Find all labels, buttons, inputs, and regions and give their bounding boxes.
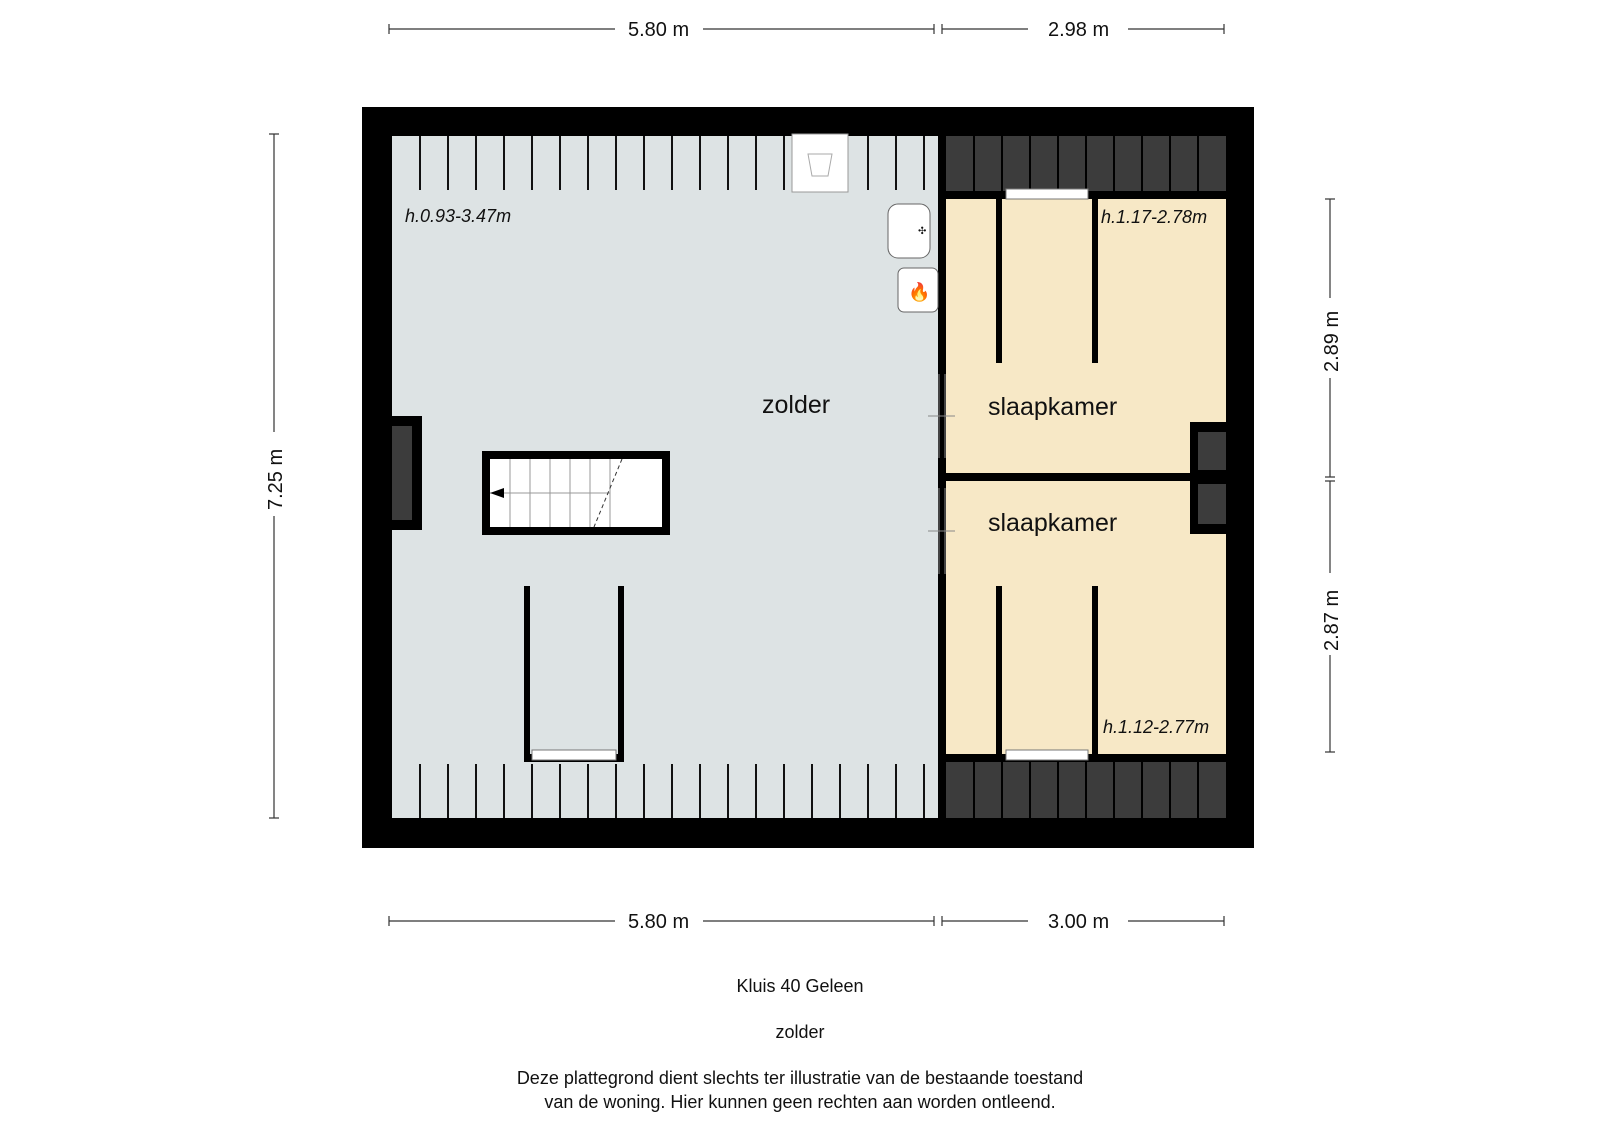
chimney-right-inner-top <box>1198 432 1226 470</box>
partition-wall-upper <box>938 136 946 374</box>
dormer-zolder-window <box>531 749 617 761</box>
dim-line-left <box>269 133 279 819</box>
room-label-slaapkamer-bottom: slaapkamer <box>988 509 1117 537</box>
slaapkamer-bottom-floor <box>946 481 1226 754</box>
sink <box>887 203 931 259</box>
caption-disclaimer-line2: van de woning. Hier kunnen geen rechten … <box>544 1092 1056 1112</box>
stair-direction-arrow <box>490 488 504 498</box>
dim-line-bottom <box>388 916 1225 926</box>
dim-bottom-left: 5.80 m <box>628 911 689 933</box>
door-slaapkamer-bottom <box>928 488 955 574</box>
height-zolder: h.0.93-3.47m <box>405 206 511 226</box>
stair-steps <box>490 458 623 528</box>
dormer-zolder-right-wall <box>618 586 624 758</box>
slaapkamer-top-floor <box>946 199 1226 473</box>
rafters-top <box>419 136 925 190</box>
height-slaapkamer-bottom: h.1.12-2.77m <box>1103 717 1209 737</box>
skylight-zolder <box>791 133 849 193</box>
dim-top-right: 2.98 m <box>1048 19 1109 41</box>
dim-line-right <box>1325 198 1335 753</box>
dim-top-left: 5.80 m <box>628 19 689 41</box>
bedroom-divider-wall <box>938 473 1230 481</box>
dim-line-top <box>388 24 1225 34</box>
caption-disclaimer-line1: Deze plattegrond dient slechts ter illus… <box>516 1068 1084 1088</box>
caption-address: Kluis 40 Geleen <box>736 976 864 996</box>
partition-wall-lower <box>938 574 946 818</box>
dormer-zolder-left-wall <box>524 586 530 758</box>
dim-left: 7.25 m <box>265 449 287 510</box>
room-label-slaapkamer-top: slaapkamer <box>988 393 1117 421</box>
dormer-top-window <box>1005 188 1089 200</box>
chimney-right-inner-bottom <box>1198 484 1226 524</box>
door-slaapkamer-top <box>928 374 955 458</box>
dim-bottom-right: 3.00 m <box>1048 911 1109 933</box>
roof-tiles-top <box>973 136 1199 191</box>
room-label-zolder: zolder <box>762 391 830 419</box>
dormer-top-left-wall <box>996 191 1002 363</box>
boiler-flame-icon: 🔥 <box>908 281 930 302</box>
height-slaapkamer-top: h.1.17-2.78m <box>1101 207 1207 227</box>
caption-floor: zolder <box>775 1022 825 1042</box>
chimney-left-inner <box>392 426 412 520</box>
dormer-bottom-right-wall <box>1092 586 1098 758</box>
rafters-bottom <box>419 764 925 818</box>
roof-tiles-bottom <box>973 762 1199 818</box>
boiler <box>897 267 939 313</box>
dormer-bottom-left-wall <box>996 586 1002 758</box>
dim-right-lower: 2.87 m <box>1321 590 1343 651</box>
dim-right-upper: 2.89 m <box>1321 311 1343 372</box>
dormer-top-right-wall <box>1092 191 1098 363</box>
dormer-bottom-window <box>1005 749 1089 761</box>
sink-tap-icon: ✣ <box>918 226 926 237</box>
skylight-symbol <box>807 153 833 177</box>
